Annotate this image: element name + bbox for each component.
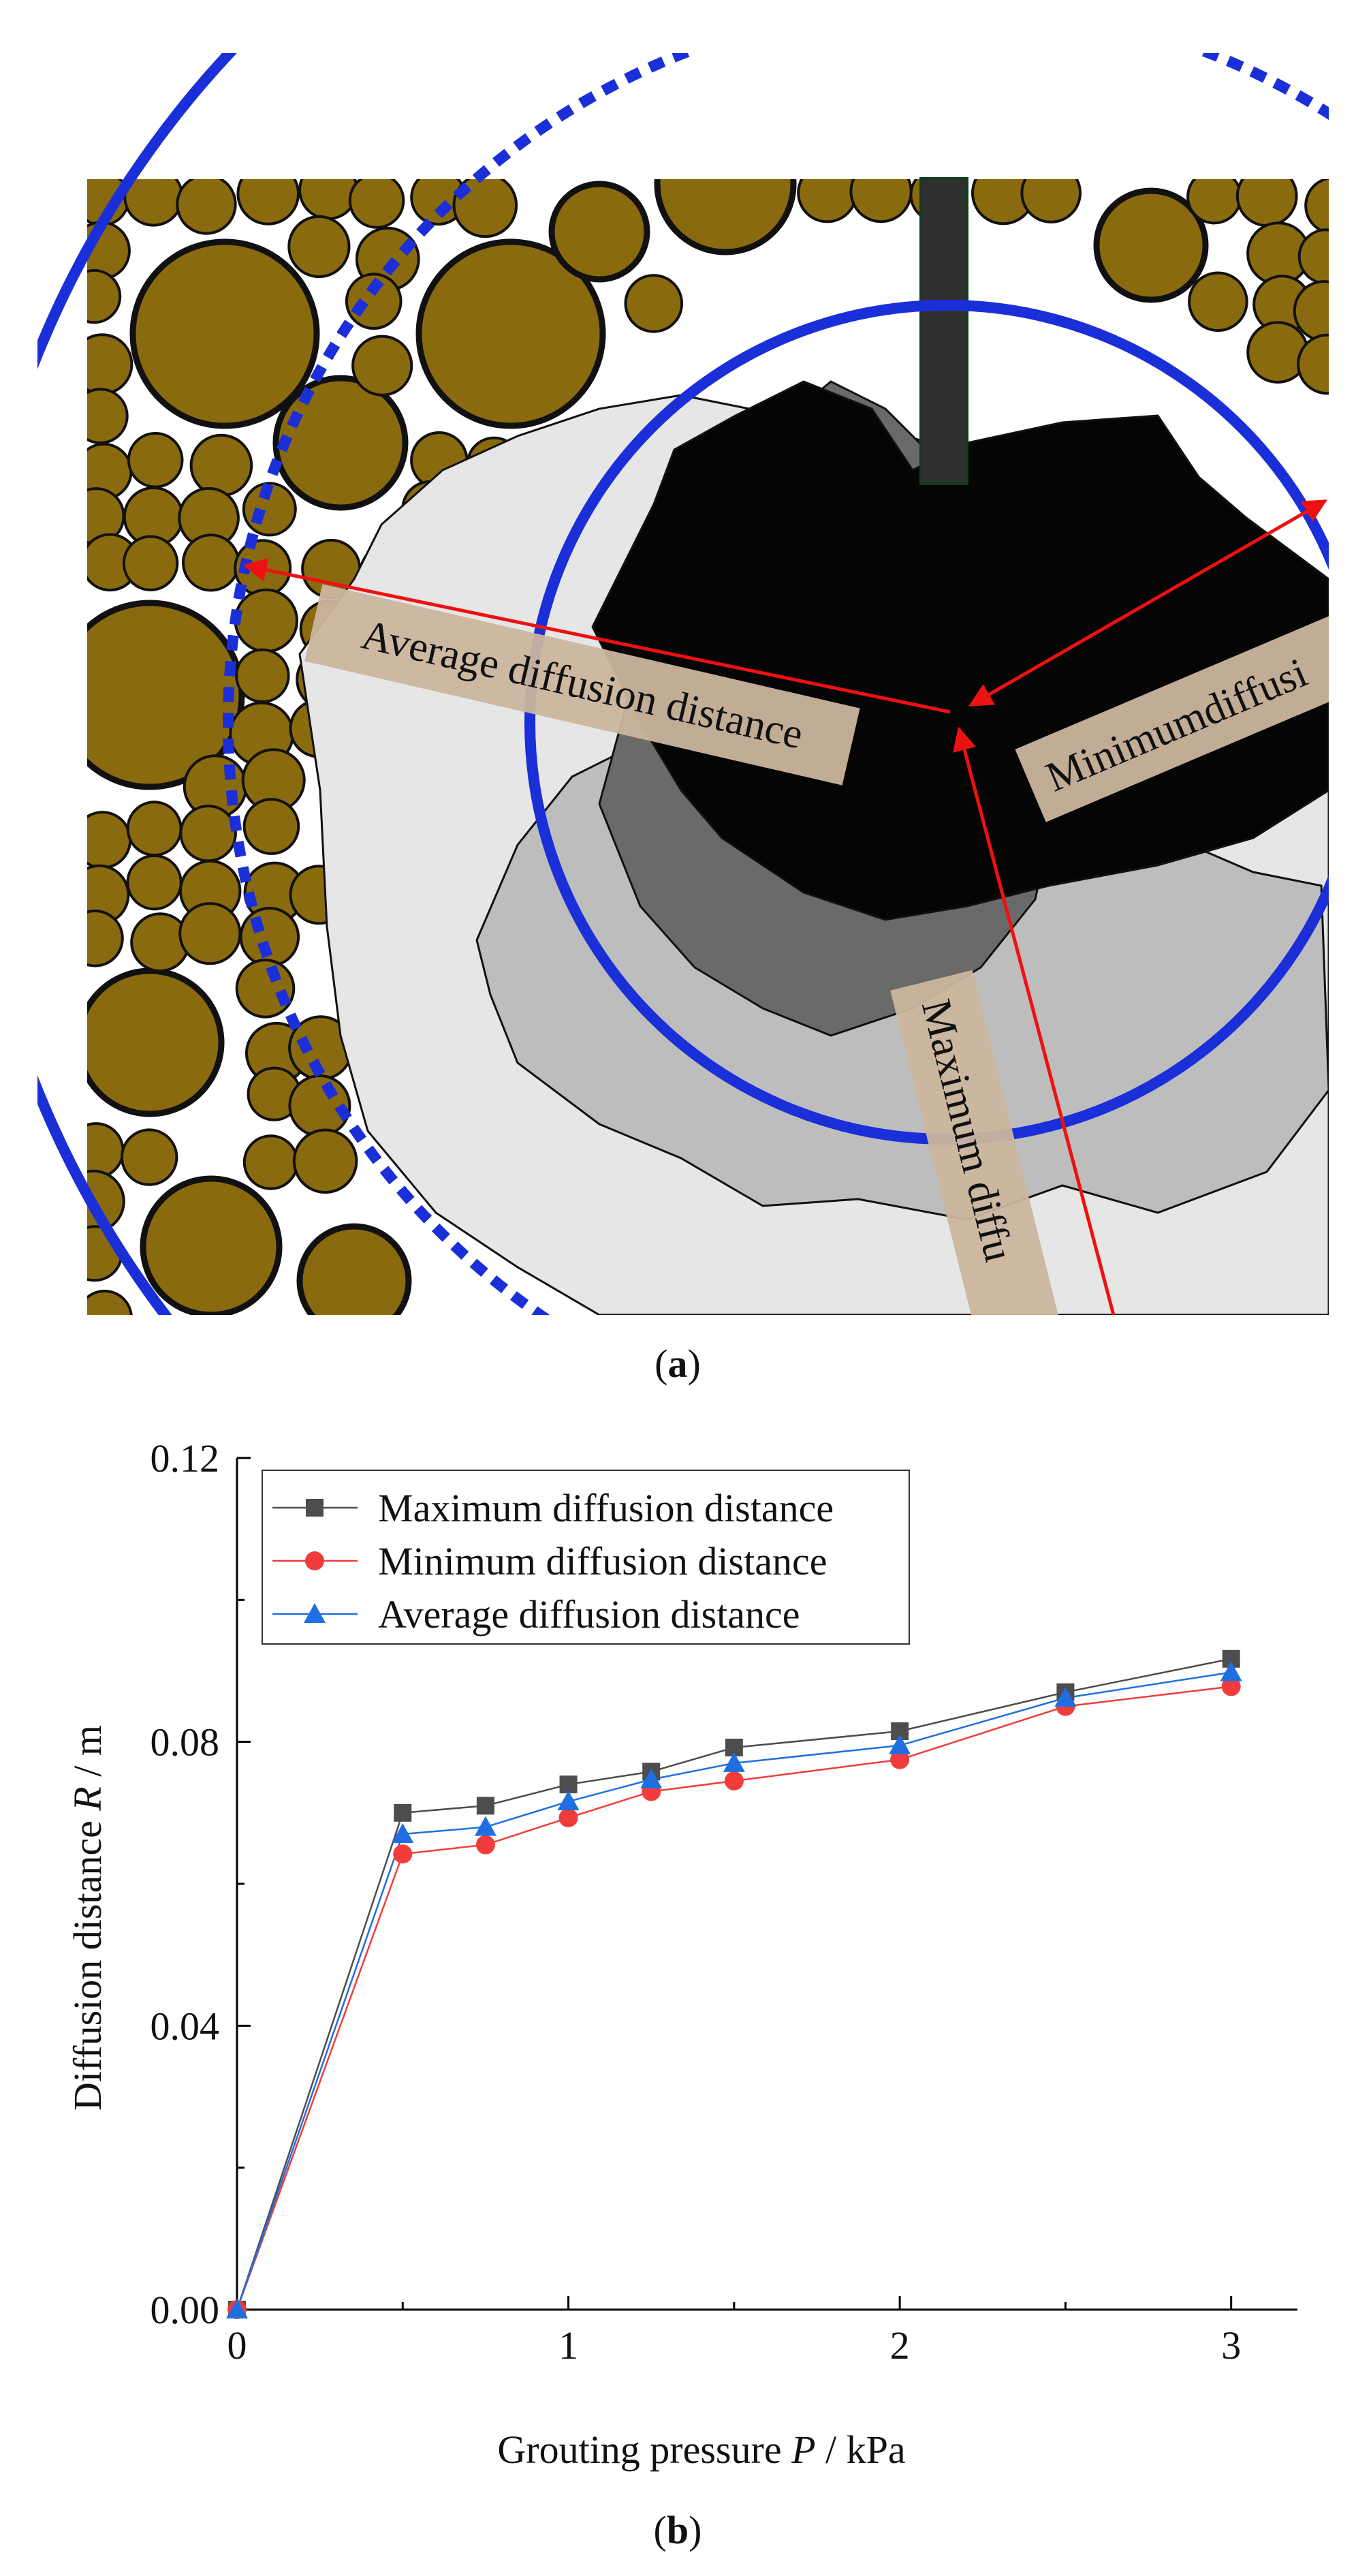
average-data-point: [226, 2299, 248, 2318]
minimum-data-point: [1221, 1677, 1241, 1696]
average-data-point: [640, 1768, 663, 1788]
average-legend-marker: [304, 1603, 326, 1623]
maximum-data-point: [394, 1803, 412, 1822]
minimum-data-point: [393, 1844, 413, 1864]
x-tick-label: 0: [227, 2323, 247, 2368]
y-tick-label: 0.04: [151, 2004, 220, 2048]
y-axis-label: Diffusion distance R / m: [65, 1725, 110, 2111]
x-tick-label: 2: [890, 2323, 910, 2368]
legend-box: [262, 1470, 910, 1645]
maximum-data-point: [559, 1775, 578, 1794]
panel-b-caption: (b): [653, 2508, 702, 2552]
y-tick-label: 0.00: [151, 2288, 220, 2332]
average-legend-label: Average diffusion distance: [378, 1592, 800, 1636]
minimum-data-point: [724, 1771, 744, 1790]
diffusion-schematic-panel: Average diffusion distance Minimumdiffus…: [37, 53, 1329, 1315]
average-data-point: [889, 1734, 911, 1754]
maximum-legend-label: Maximum diffusion distance: [378, 1486, 834, 1530]
injection-pipe: [919, 177, 968, 485]
panel-a-caption: (a): [655, 1341, 701, 1386]
average-diffusion-arrow: [242, 558, 951, 714]
maximum-data-point: [476, 1797, 494, 1815]
minimum-diffusion-arrow: [968, 499, 1328, 707]
minimum-data-point: [558, 1808, 578, 1828]
diffusion-schematic: Average diffusion distance Minimumdiffus…: [37, 53, 1329, 1315]
y-tick-label: 0.12: [151, 1436, 220, 1480]
diffusion-chart-panel: 0 1 2 3 0.00 0.04 0.08 0.12 Maximum diffusion d…: [0, 1410, 1356, 2576]
average-data-point: [1220, 1661, 1242, 1681]
maximum-legend-marker: [306, 1499, 324, 1517]
average-data-point: [1054, 1687, 1077, 1707]
average-data-point: [474, 1816, 496, 1836]
minimum-data-point: [475, 1835, 495, 1855]
minimum-legend-label: Minimum diffusion distance: [378, 1539, 827, 1583]
average-data-point: [392, 1823, 414, 1844]
x-tick-label: 1: [558, 2323, 578, 2368]
minimum-data-point: [890, 1750, 910, 1769]
minimum-legend-marker: [305, 1551, 324, 1570]
diffusion-distance-chart: 0 1 2 3 0.00 0.04 0.08 0.12 Maximum diffusion d…: [65, 1436, 1297, 2472]
x-axis-label: Grouting pressure P / kPa: [497, 2427, 905, 2472]
maximum-diffusion-arrow: [953, 726, 1116, 1315]
x-tick-label: 3: [1221, 2323, 1241, 2368]
average-data-point: [557, 1790, 580, 1811]
maximum-diffusion-circle-dashed: [223, 53, 1329, 1315]
average-data-point: [723, 1752, 745, 1772]
y-tick-label: 0.08: [151, 1720, 220, 1765]
